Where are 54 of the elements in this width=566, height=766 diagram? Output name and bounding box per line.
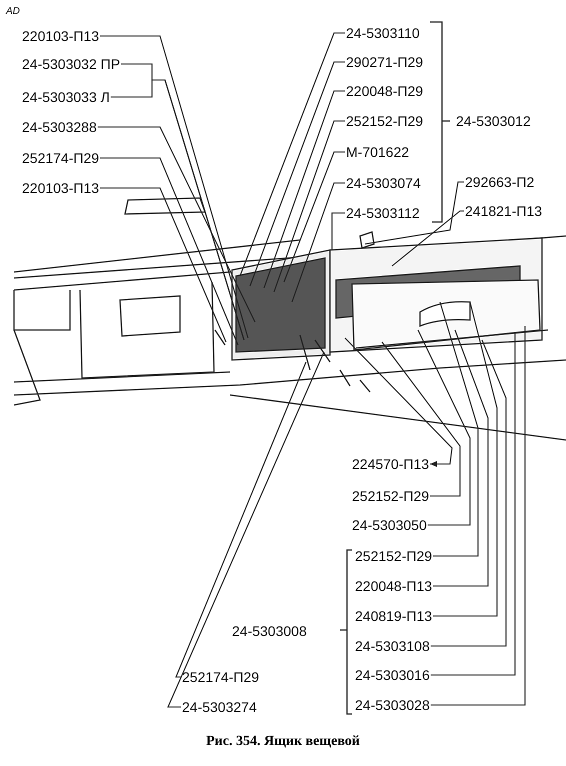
part-number: 220103-П13 [22, 180, 100, 196]
part-number: 224570-П13 [352, 456, 430, 472]
part-number: 252152-П29 [352, 488, 430, 504]
assembly-number: 24-5303008 [232, 623, 307, 639]
part-number: 241821-П13 [465, 203, 542, 219]
leader-line [418, 330, 471, 526]
leader-line [100, 187, 226, 342]
part-number: 24-5303032 ПР [22, 56, 120, 72]
leader-line [382, 342, 461, 497]
leader-line [291, 182, 345, 302]
leader-line [433, 302, 479, 557]
leader-line [430, 326, 526, 706]
leader-line [283, 151, 345, 282]
leader-line [273, 120, 345, 292]
leader-line [433, 330, 489, 587]
corner-mark: AD [6, 5, 20, 19]
part-number: 220103-П13 [22, 28, 100, 44]
leader-line [430, 340, 507, 647]
part-number: 24-5303028 [355, 697, 430, 713]
leader-line [100, 157, 238, 346]
assembly-number: 24-5303012 [456, 113, 531, 129]
leader-line [167, 352, 324, 708]
leader-line [331, 212, 345, 250]
part-number: 290271-П29 [346, 54, 424, 70]
leader-line [239, 32, 345, 276]
figure-caption: Рис. 354. Ящик вещевой [206, 734, 360, 749]
part-number: М-701622 [346, 144, 410, 160]
part-number: 24-5303108 [355, 638, 430, 654]
part-number: 220048-П29 [346, 83, 424, 99]
leader-line [392, 210, 464, 266]
part-number: 24-5303110 [346, 25, 420, 41]
leader-line [263, 90, 345, 288]
part-number: 24-5303288 [22, 119, 97, 135]
leader-line [433, 302, 498, 617]
part-number: 24-5303274 [182, 699, 257, 715]
leader-line [175, 362, 306, 678]
part-number: 252174-П29 [22, 150, 100, 166]
leader-line [344, 338, 453, 467]
part-number: 24-5303016 [355, 667, 430, 683]
part-number: 24-5303033 Л [22, 89, 110, 105]
part-number: 240819-П13 [355, 608, 432, 624]
leader-line [100, 35, 249, 338]
part-number: 252152-П29 [346, 113, 424, 129]
part-number: 252174-П29 [182, 669, 260, 685]
part-number: 220048-П13 [355, 578, 432, 594]
part-number: 292663-П2 [465, 174, 534, 190]
part-number: 24-5303112 [346, 205, 420, 221]
part-number: 24-5303050 [352, 517, 427, 533]
part-number: 252152-П29 [355, 548, 432, 564]
part-number: 24-5303074 [346, 175, 421, 191]
leader-line [249, 61, 345, 286]
leader-line [98, 126, 256, 322]
leader-line [364, 181, 464, 245]
leader-line [430, 332, 516, 676]
